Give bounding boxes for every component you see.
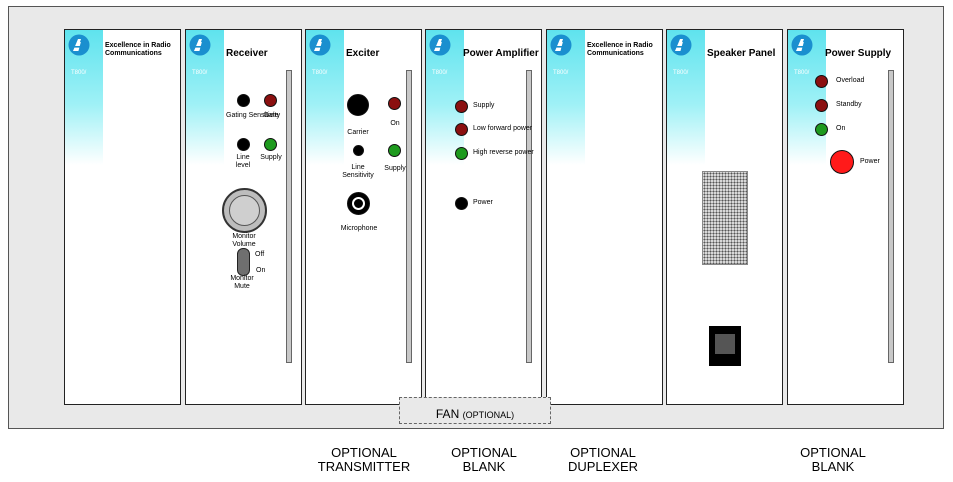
fan-optional: FAN (OPTIONAL) — [399, 397, 551, 424]
high-reverse-power-label: High reverse power — [473, 149, 534, 156]
model-number: T800/ — [553, 70, 569, 76]
ai-logo-icon — [309, 34, 331, 56]
line-sensitivity-control[interactable] — [353, 145, 364, 156]
ai-logo-icon — [550, 34, 572, 56]
gate-label: Gate — [263, 112, 279, 119]
speaker-grille — [702, 171, 748, 265]
power-led — [455, 197, 468, 210]
optional-duplexer-label: OPTIONAL DUPLEXER — [567, 445, 639, 474]
module-title: Speaker Panel — [707, 48, 776, 59]
on-label: On — [836, 125, 846, 132]
standby-label: Standby — [836, 101, 862, 108]
supply-led — [455, 100, 468, 113]
overload-led — [815, 75, 828, 88]
supply-led — [388, 144, 401, 157]
supply-led — [264, 138, 277, 151]
model-number: T800/ — [794, 70, 810, 76]
gating-sensitivity-label: Gating Sensitivity — [226, 112, 281, 119]
model-number: T800/ — [312, 70, 328, 76]
receiver-module: T800/ Receiver Gating Sensitivity Gate L… — [185, 29, 302, 405]
power-supply-module: T800/ Power Supply Overload Standby On P… — [787, 29, 904, 405]
module-title: Exciter — [346, 48, 380, 59]
monitor-mute-label: Monitor Mute — [230, 275, 254, 290]
supply-label: Supply — [473, 102, 495, 109]
power-amplifier-module: T800/ Power Amplifier Supply Low forward… — [425, 29, 542, 405]
on-led — [388, 97, 401, 110]
model-number: T800/ — [71, 70, 87, 76]
exciter-module: T800/ Exciter Carrier On Line Sensitivit… — [305, 29, 422, 405]
optional-blank-label-1: OPTIONAL BLANK — [451, 445, 517, 474]
model-number: T800/ — [673, 70, 689, 76]
speaker-panel-module: T800/ Speaker Panel — [666, 29, 783, 405]
card-slot — [888, 70, 894, 363]
ai-logo-icon — [670, 34, 692, 56]
monitor-mute-switch[interactable] — [237, 248, 250, 276]
monitor-volume-knob[interactable] — [222, 188, 267, 233]
on-led — [815, 123, 828, 136]
power-button[interactable] — [830, 150, 854, 174]
model-number: T800/ — [432, 70, 448, 76]
overload-label: Overload — [836, 77, 865, 84]
module-title: Receiver — [226, 48, 268, 59]
microphone-socket[interactable] — [347, 192, 370, 215]
standby-led — [815, 99, 828, 112]
module-title: Power Supply — [825, 48, 892, 59]
module-title: Excellence in Radio Communications — [105, 42, 171, 57]
card-slot — [286, 70, 292, 363]
power-label: Power — [473, 199, 493, 206]
gating-sensitivity-control[interactable] — [237, 94, 250, 107]
module-title: Power Amplifier — [463, 48, 539, 59]
ai-logo-icon — [68, 34, 90, 56]
microphone-label: Microphone — [340, 225, 378, 232]
carrier-control[interactable] — [347, 94, 369, 116]
line-level-label: Line level — [235, 154, 251, 169]
gate-led — [264, 94, 277, 107]
duplexer-module: T800/ Excellence in Radio Communications — [546, 29, 663, 405]
ai-logo-icon — [429, 34, 451, 56]
line-level-control[interactable] — [237, 138, 250, 151]
optional-transmitter-label: OPTIONAL TRANSMITTER — [317, 445, 411, 474]
high-reverse-power-led — [455, 147, 468, 160]
telephone-jack[interactable] — [709, 326, 741, 366]
optional-blank-label-2: OPTIONAL BLANK — [800, 445, 866, 474]
module-title: Excellence in Radio Communications — [587, 42, 653, 57]
model-number: T800/ — [192, 70, 208, 76]
low-forward-power-label: Low forward power — [473, 125, 533, 132]
blank-module-1: T800/ Excellence in Radio Communications — [64, 29, 181, 405]
power-label: Power — [860, 158, 880, 165]
off-label: Off — [255, 251, 265, 258]
on-label: On — [390, 120, 400, 127]
card-slot — [406, 70, 412, 363]
supply-label: Supply — [260, 154, 282, 161]
card-slot — [526, 70, 532, 363]
low-forward-power-led — [455, 123, 468, 136]
ai-logo-icon — [791, 34, 813, 56]
monitor-volume-label: Monitor Volume — [232, 233, 256, 248]
fan-optional-label: (OPTIONAL) — [462, 410, 515, 420]
carrier-label: Carrier — [347, 129, 369, 136]
fan-label: FAN — [435, 407, 460, 421]
line-sensitivity-label: Line Sensitivity — [342, 164, 374, 179]
on-label: On — [256, 267, 266, 274]
supply-label: Supply — [384, 165, 406, 172]
ai-logo-icon — [189, 34, 211, 56]
